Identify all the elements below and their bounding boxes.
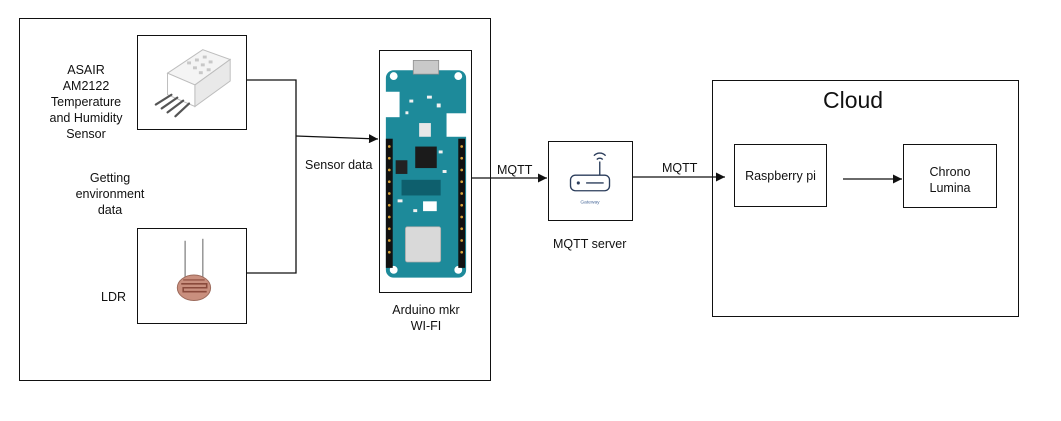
chrono-lumina-label: Chrono Lumina xyxy=(929,165,971,195)
am2122-sensor-image xyxy=(137,35,247,130)
chrono-lumina-box xyxy=(903,144,997,208)
mqtt-server-label: MQTT server xyxy=(553,237,627,251)
ldr-image xyxy=(137,228,247,324)
arduino-board-image xyxy=(379,50,472,293)
arduino-label: Arduino mkr WI-FI xyxy=(392,303,460,333)
raspberry-pi-box xyxy=(734,144,827,207)
mqtt-server-box: Gateway xyxy=(548,141,633,221)
bus-to-arduino-arrow xyxy=(295,134,379,144)
mqtt-label-2: MQTT xyxy=(662,161,698,175)
raspberry-pi-label: Raspberry pi xyxy=(745,169,816,183)
mqtt-label-1: MQTT xyxy=(497,163,533,177)
ldr-label: LDR xyxy=(101,290,127,304)
arduino-board-icon xyxy=(383,60,469,278)
gateway-router-icon: Gateway xyxy=(569,152,611,205)
cloud-title: Cloud xyxy=(823,87,884,113)
am2122-label: ASAIR AM2122 Temperature and Humidity Se… xyxy=(49,63,123,141)
sensor-to-bus-line xyxy=(247,79,297,274)
temperature-humidity-sensor-icon xyxy=(154,49,232,118)
sensor-data-label: Sensor data xyxy=(305,158,373,172)
gateway-device-text: Gateway xyxy=(580,199,600,205)
ldr-photoresistor-icon xyxy=(176,238,212,301)
getting-environment-label: Getting environment data xyxy=(75,171,145,217)
